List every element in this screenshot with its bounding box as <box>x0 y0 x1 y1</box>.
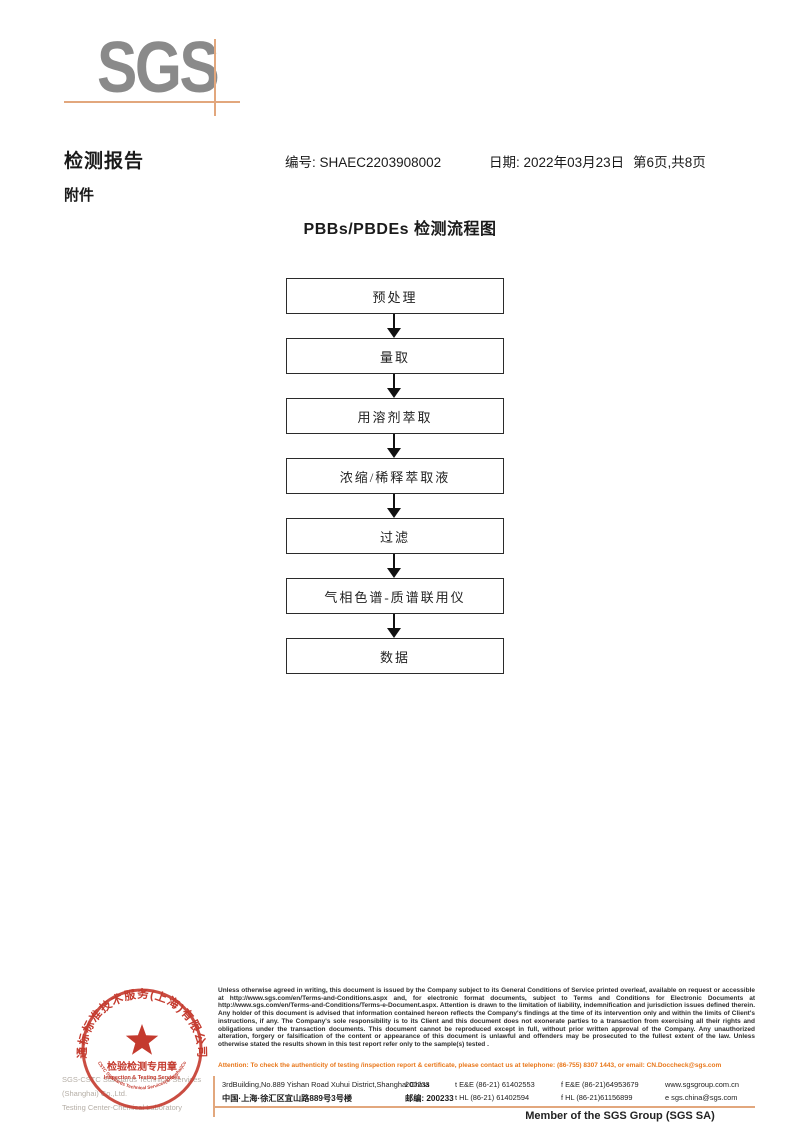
sgs-member-text: Member of the SGS Group (SGS SA) <box>525 1110 715 1122</box>
flow-step-gcms: 气相色谱-质谱联用仪 <box>286 578 504 614</box>
report-number-value: SHAEC2203908002 <box>319 155 442 170</box>
report-date: 日期: 2022年03月23日 <box>489 151 624 171</box>
flow-step-label: 预处理 <box>372 289 418 305</box>
address-block: 3rdBuilding,No.889 Yishan Road Xuhui Dis… <box>222 1078 755 1104</box>
fax-ee: f E&E (86-21)64953679 <box>561 1080 639 1089</box>
flow-step-label: 量取 <box>379 349 410 365</box>
address-row-en: 3rdBuilding,No.889 Yishan Road Xuhui Dis… <box>222 1078 755 1091</box>
flow-step-label: 用溶剂萃取 <box>357 409 433 425</box>
flow-step-concentrate-dilute: 浓缩/稀释萃取液 <box>286 458 504 494</box>
flow-step-filter: 过滤 <box>286 518 504 554</box>
flow-step-data: 数据 <box>286 638 504 674</box>
phone-hl: t HL (86-21) 61402594 <box>455 1093 530 1102</box>
email: e sgs.china@sgs.com <box>665 1093 738 1102</box>
disclaimer-text: Unless otherwise agreed in writing, this… <box>218 987 755 1048</box>
inspection-stamp-seal: 通标标准技术服务(上海)有限公司 SGS-CSTC Standards Tech… <box>76 987 207 1110</box>
doc-type-title: 检测报告 <box>64 151 145 172</box>
flow-arrow-down-icon <box>386 434 402 458</box>
logo-crosshair-vertical <box>214 39 216 116</box>
sgs-logo: SGS <box>97 28 220 108</box>
page-indicator: 第6页,共8页 <box>633 155 706 170</box>
flow-arrow-down-icon <box>386 494 402 518</box>
attention-text: Attention: To check the authenticity of … <box>218 1062 722 1069</box>
website: www.sgsgroup.com.cn <box>665 1080 739 1089</box>
company-name-lines: SGS-CSTC Standards Technical Services (S… <box>62 1073 222 1115</box>
report-date-value: 2022年03月23日 <box>523 155 625 170</box>
report-date-label: 日期: <box>489 155 520 170</box>
flow-step-label: 气相色谱-质谱联用仪 <box>324 589 466 605</box>
flow-step-pretreatment: 预处理 <box>286 278 504 314</box>
attachment-label: 附件 <box>64 187 95 204</box>
flow-step-label: 数据 <box>379 649 410 665</box>
flow-step-measure: 量取 <box>286 338 504 374</box>
phone-ee: t E&E (86-21) 61402553 <box>455 1080 535 1089</box>
flow-arrow-down-icon <box>386 374 402 398</box>
fax-hl: f HL (86-21)61156899 <box>561 1093 633 1102</box>
address-cn: 中国·上海·徐汇区宜山路889号3号楼 <box>222 1093 353 1103</box>
stamp-center-text-cn: 检验检测专用章 <box>107 1060 177 1073</box>
footer-crosshair-vertical <box>213 1076 215 1117</box>
postcode-en: 200233 <box>405 1080 430 1089</box>
footer-crosshair-horizontal <box>215 1106 755 1108</box>
stamp-star-icon <box>125 1024 159 1055</box>
postcode-cn: 邮编: 200233 <box>405 1093 454 1103</box>
flowchart-title: PBBs/PBDEs 检测流程图 <box>303 221 497 238</box>
report-number-label: 编号: <box>285 155 316 170</box>
stamp-center-text-en: Inspection & Testing Services <box>104 1075 180 1081</box>
flow-step-solvent-extraction: 用溶剂萃取 <box>286 398 504 434</box>
address-row-cn: 中国·上海·徐汇区宜山路889号3号楼 邮编: 200233 t HL (86-… <box>222 1091 755 1104</box>
flow-arrow-down-icon <box>386 614 402 638</box>
address-en: 3rdBuilding,No.889 Yishan Road Xuhui Dis… <box>222 1080 430 1089</box>
flow-step-label: 过滤 <box>379 529 410 545</box>
flow-step-label: 浓缩/稀释萃取液 <box>339 469 451 485</box>
flow-arrow-down-icon <box>386 314 402 338</box>
logo-crosshair-horizontal <box>64 101 240 103</box>
company-lab: Testing Center-Chemical Laboratory <box>62 1103 183 1112</box>
flow-arrow-down-icon <box>386 554 402 578</box>
company-name-en: SGS-CSTC Standards Technical Services (S… <box>62 1075 202 1098</box>
report-number: 编号: SHAEC2203908002 <box>285 151 441 171</box>
